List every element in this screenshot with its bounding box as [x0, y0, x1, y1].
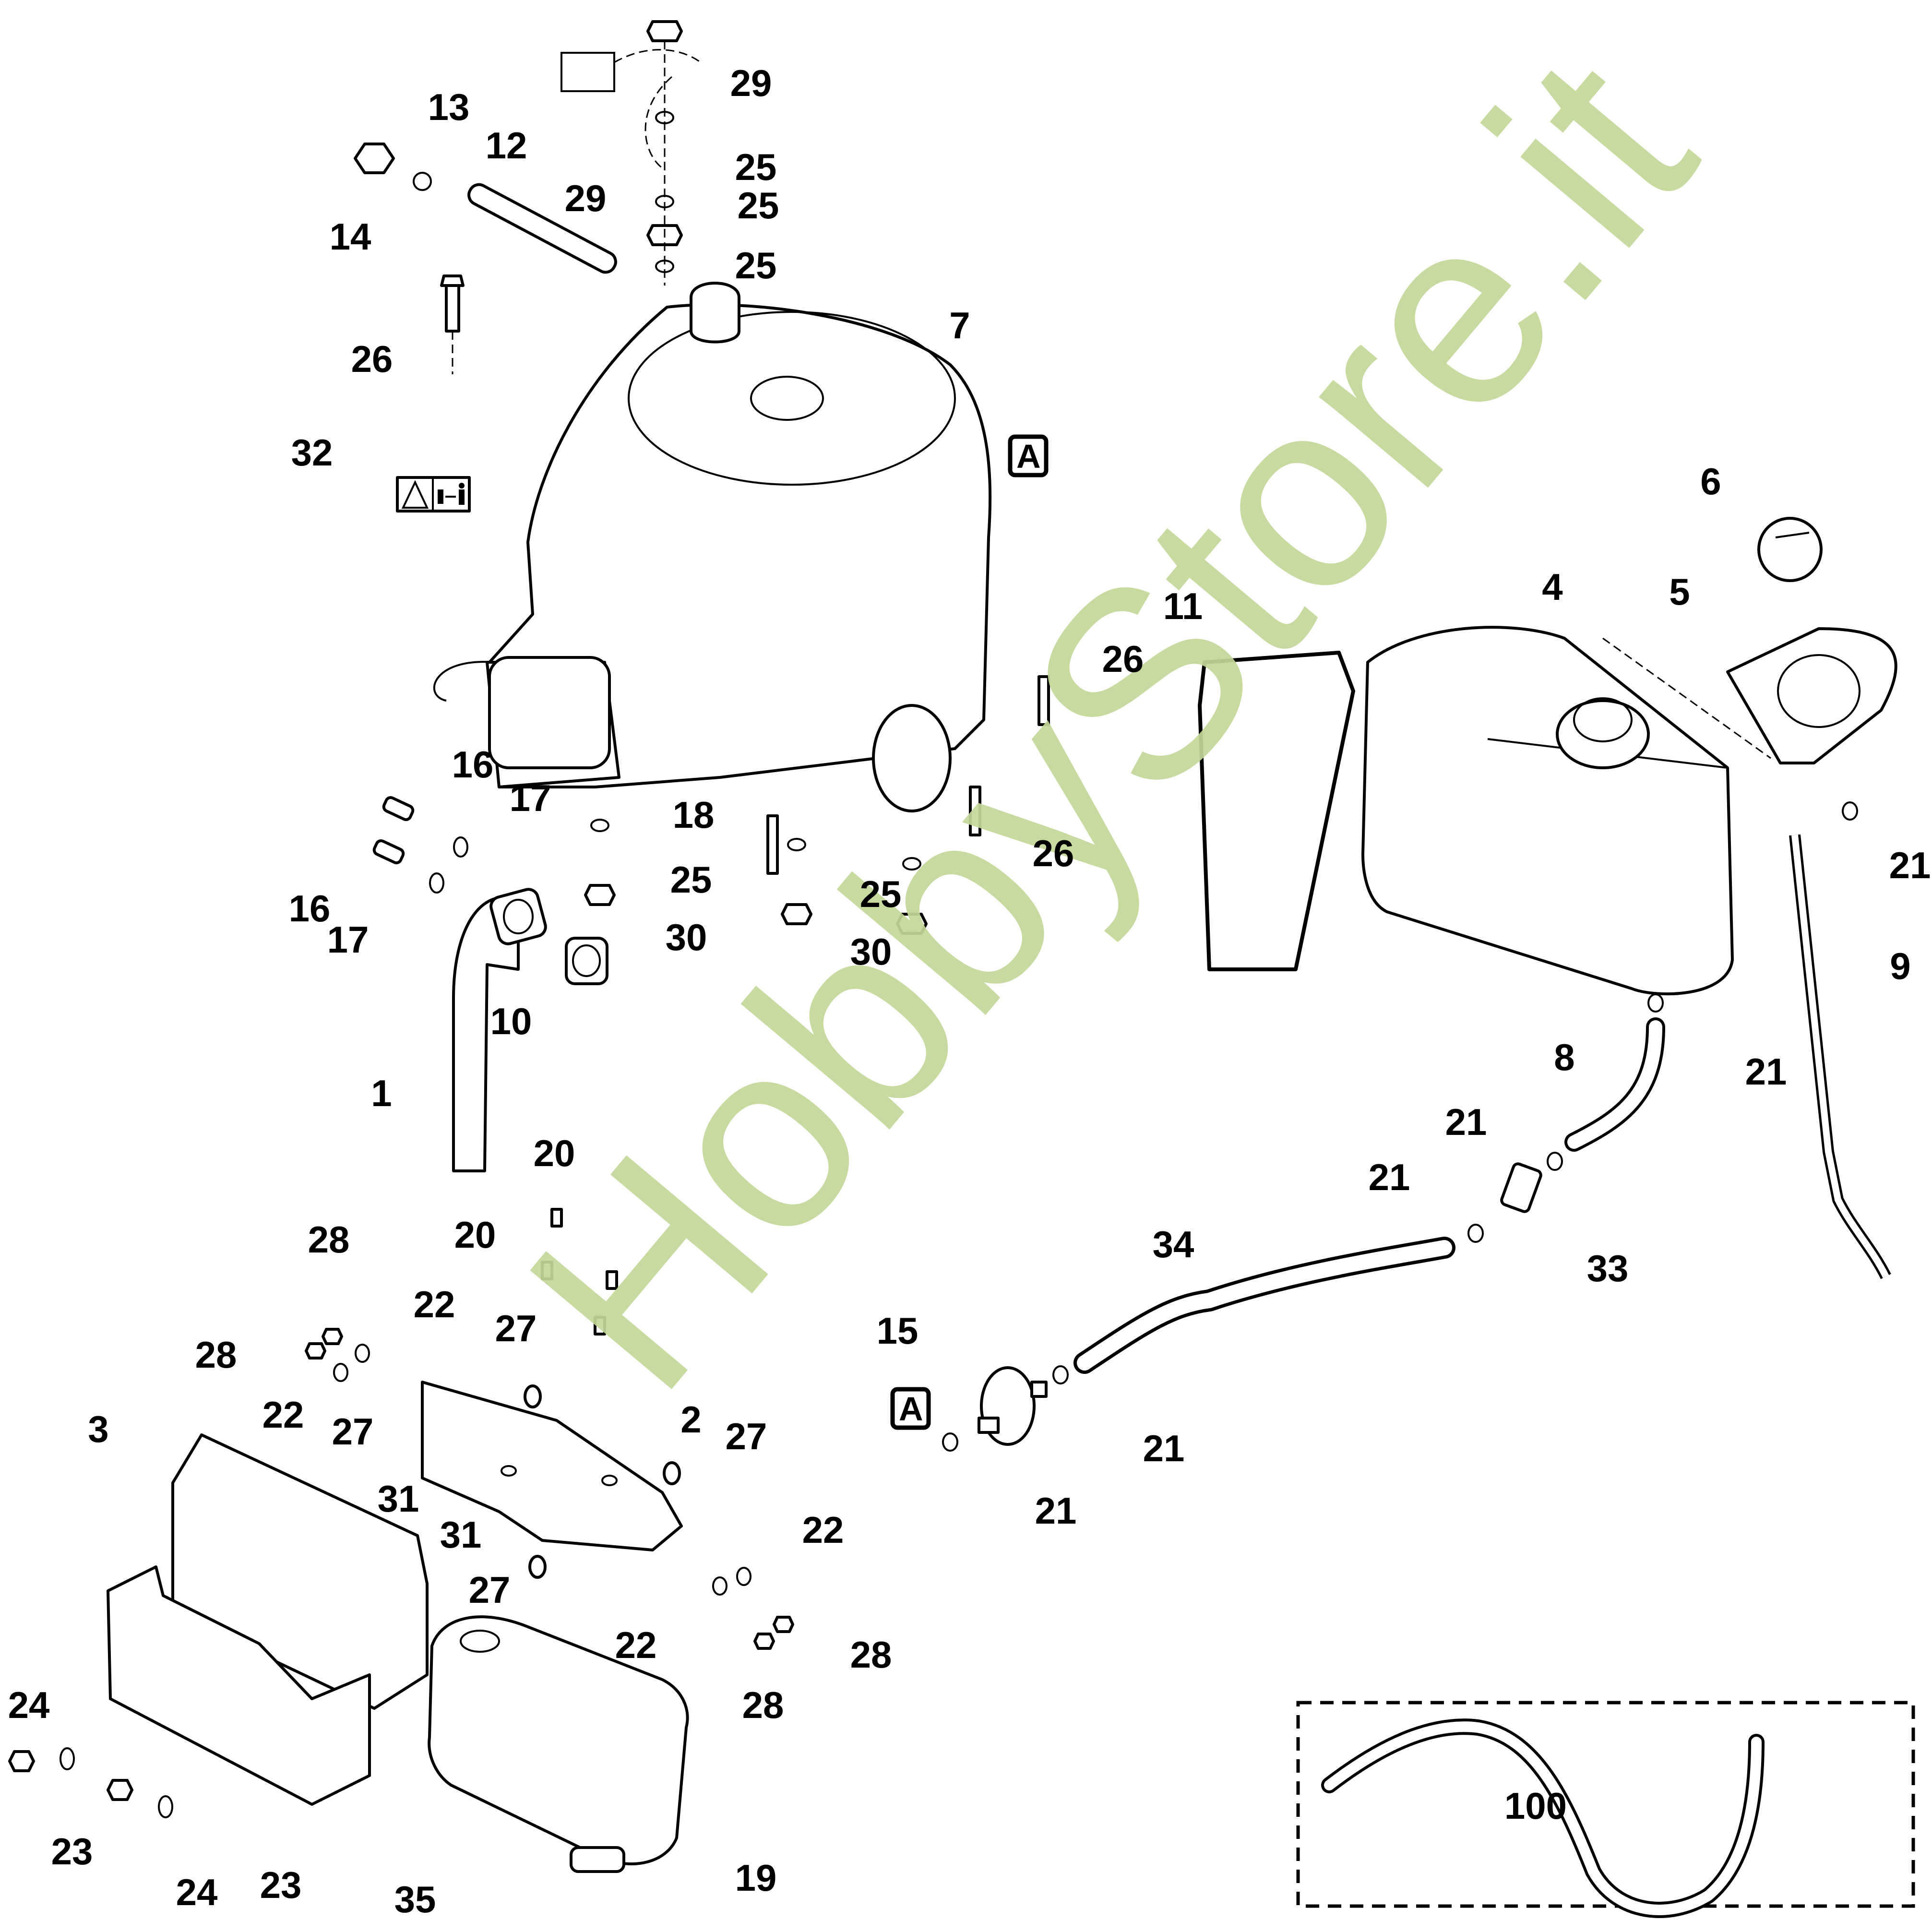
callout-18: 18	[673, 794, 715, 836]
callout-10: 10	[490, 1000, 532, 1042]
callout-33: 33	[1587, 1247, 1629, 1289]
washer-nut-parts[interactable]	[305, 1328, 794, 1650]
callout-15: 15	[877, 1310, 918, 1352]
callout-23: 23	[260, 1864, 302, 1906]
callout-21: 21	[1369, 1156, 1410, 1198]
callout-27: 27	[495, 1307, 537, 1349]
callout-9: 9	[1890, 945, 1910, 987]
kit-100-box	[1296, 1701, 1915, 1918]
exhaust-gasket-part[interactable]	[565, 937, 608, 985]
callout-21: 21	[1143, 1427, 1185, 1469]
tank-strap-part[interactable]	[1198, 651, 1355, 971]
fuel-filter-part[interactable]	[978, 1366, 1048, 1446]
callout-22: 22	[262, 1394, 304, 1436]
callout-30: 30	[666, 916, 707, 958]
callout-12: 12	[486, 124, 527, 167]
callout-16: 16	[289, 887, 331, 930]
callout-31: 31	[440, 1514, 482, 1556]
heat-shield-fasteners[interactable]	[8, 1747, 173, 1818]
callout-100: 100	[1504, 1785, 1567, 1827]
engine-part[interactable]	[433, 282, 992, 812]
callout-26: 26	[1102, 638, 1144, 680]
callout-17: 17	[510, 777, 551, 819]
warning-decal-part[interactable]	[396, 476, 471, 513]
callout-29: 29	[730, 62, 772, 104]
callout-14: 14	[330, 215, 371, 258]
callout-30: 30	[850, 930, 892, 973]
callout-21: 21	[1745, 1050, 1787, 1093]
callout-21: 21	[1035, 1490, 1077, 1532]
callout-4: 4	[1542, 566, 1562, 608]
callout-20: 20	[534, 1132, 575, 1174]
fuel-cap-part[interactable]	[1757, 517, 1823, 582]
callout-1: 1	[371, 1072, 392, 1114]
svg-text:A: A	[899, 1390, 923, 1428]
callout-11: 11	[1163, 585, 1203, 627]
svg-text:A: A	[1016, 438, 1041, 475]
nut-washer-stack[interactable]	[646, 20, 683, 286]
callout-25: 25	[670, 859, 712, 901]
engine-mount-hardware[interactable]	[584, 675, 1050, 935]
callout-27: 27	[726, 1415, 767, 1457]
heat-shield-lower-part[interactable]	[107, 1565, 371, 1806]
screw-washer-parts[interactable]	[372, 796, 468, 894]
callout-22: 22	[414, 1283, 455, 1325]
callout-25: 25	[738, 184, 779, 227]
callout-17: 17	[327, 918, 369, 961]
muffler-part[interactable]	[428, 1615, 689, 1873]
callout-3: 3	[88, 1408, 108, 1450]
callout-26: 26	[1033, 832, 1074, 874]
oil-fill-tube-part[interactable]	[465, 181, 619, 276]
callout-22: 22	[802, 1509, 844, 1551]
callout-6: 6	[1700, 460, 1721, 502]
callout-28: 28	[742, 1684, 784, 1726]
callout-2: 2	[680, 1398, 701, 1441]
callout-35: 35	[394, 1878, 436, 1920]
callout-27: 27	[332, 1410, 374, 1453]
callout-28: 28	[195, 1334, 237, 1376]
callout-21: 21	[1889, 844, 1931, 886]
callout-8: 8	[1554, 1036, 1574, 1078]
callout-34: 34	[1153, 1223, 1194, 1265]
callout-24: 24	[8, 1684, 50, 1726]
callout-21: 21	[1445, 1101, 1487, 1143]
callout-7: 7	[949, 304, 970, 346]
callout-5: 5	[1669, 571, 1690, 613]
callout-29: 29	[565, 177, 607, 219]
callout-19: 19	[735, 1857, 777, 1899]
funnel-bracket-part[interactable]	[1726, 627, 1897, 764]
reference-marker-a-bottom: A	[890, 1387, 931, 1430]
callout-27: 27	[469, 1569, 511, 1611]
callout-26: 26	[351, 338, 393, 380]
fuel-tank-part[interactable]	[1361, 626, 1734, 996]
wiring-connector	[561, 49, 701, 169]
callout-25: 25	[860, 873, 902, 915]
hose-clamp-parts[interactable]	[942, 801, 1858, 1452]
callout-25: 25	[735, 146, 777, 188]
callout-23: 23	[51, 1830, 93, 1872]
callout-22: 22	[615, 1624, 657, 1666]
callout-24: 24	[176, 1871, 218, 1913]
callout-32: 32	[291, 431, 333, 474]
callout-25: 25	[735, 244, 777, 286]
exhaust-pipe-part[interactable]	[452, 887, 548, 1172]
muffler-bracket-part[interactable]	[421, 1381, 683, 1551]
o-ring-part[interactable]	[413, 172, 432, 191]
callout-20: 20	[454, 1214, 496, 1256]
callout-28: 28	[308, 1218, 350, 1261]
fuel-valve-part[interactable]	[1500, 1162, 1542, 1213]
oil-plug-part[interactable]	[354, 143, 395, 174]
callout-31: 31	[378, 1478, 419, 1520]
reference-marker-a-top: A	[1008, 434, 1049, 477]
callout-28: 28	[850, 1634, 892, 1676]
callout-16: 16	[452, 743, 494, 786]
bolt-part[interactable]	[440, 274, 465, 333]
callout-13: 13	[428, 86, 470, 128]
